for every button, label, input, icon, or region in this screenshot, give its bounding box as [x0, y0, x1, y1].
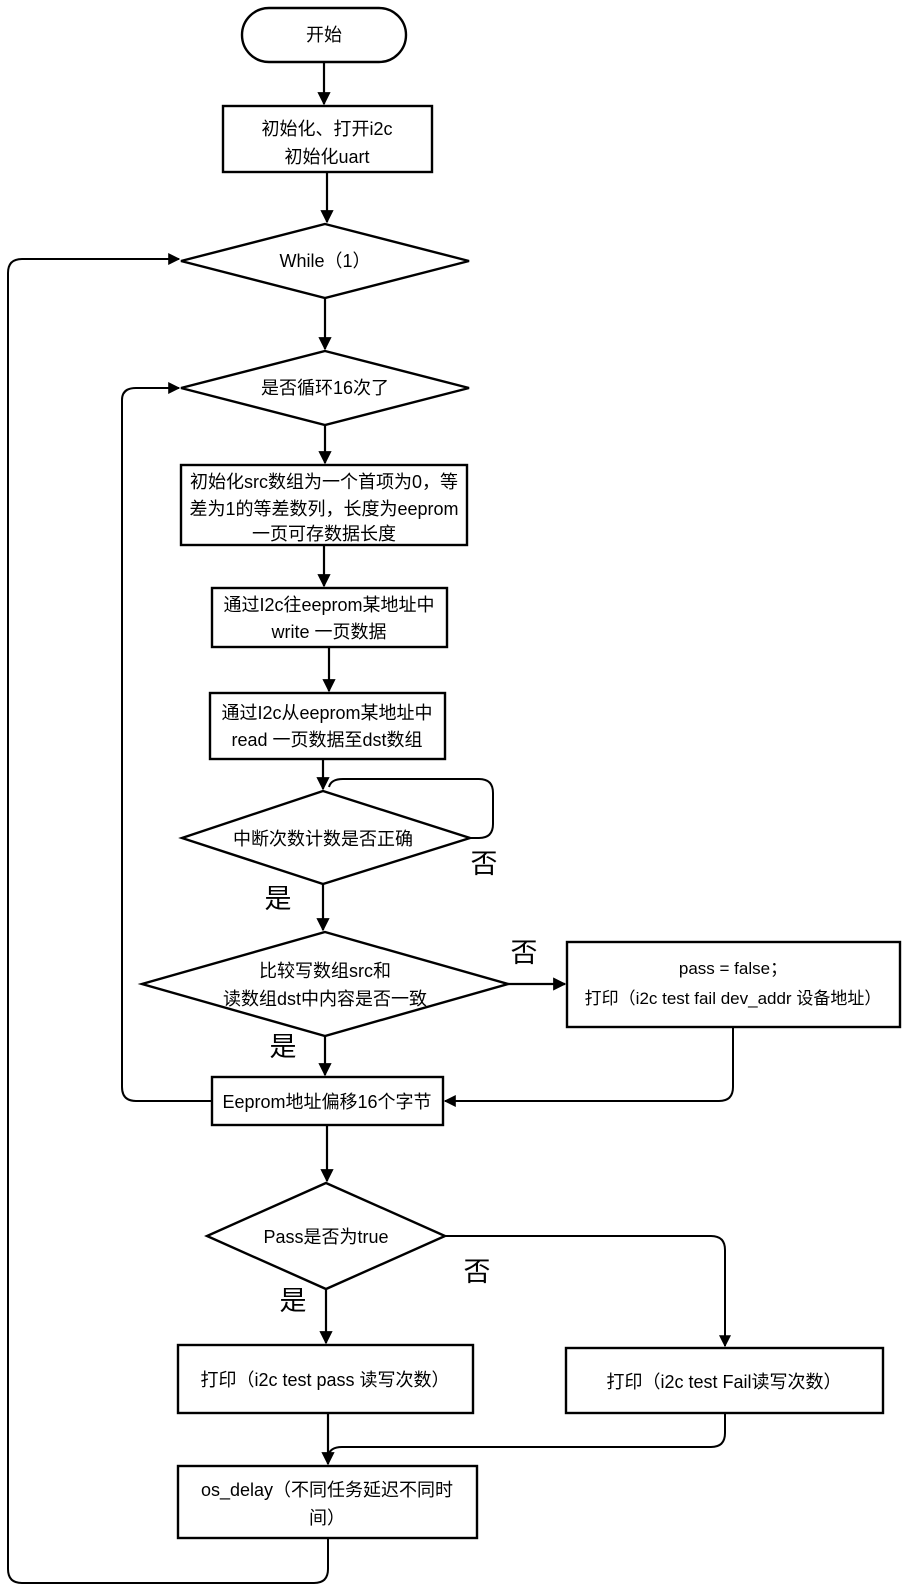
- edge-passcheck-to-printfail: [445, 1235, 731, 1348]
- node-init: 初始化、打开i2c 初始化uart: [221, 104, 434, 174]
- node-pass-false: pass = false； 打印（i2c test fail dev_addr …: [565, 940, 902, 1029]
- write-label-line1: 通过I2c往eeprom某地址中: [223, 595, 434, 615]
- initsrc-label-line2: 差为1的等差数列，长度为eeprom: [189, 499, 458, 519]
- read-process-shape: [208, 691, 447, 761]
- init-label-line1: 初始化、打开i2c: [261, 119, 392, 139]
- init-process-shape: [221, 104, 434, 174]
- edge-interrupt-self-loop: [328, 778, 494, 839]
- node-while-loop: While（1）: [180, 222, 470, 300]
- node-start: 开始: [240, 6, 408, 64]
- passfalse-label-line2: 打印（i2c test fail dev_addr 设备地址）: [585, 989, 882, 1008]
- osdelay-process-shape: [176, 1464, 479, 1540]
- initsrc-label-line3: 一页可存数据长度: [252, 524, 396, 544]
- node-read-page: 通过I2c从eeprom某地址中 read 一页数据至dst数组: [208, 691, 447, 761]
- interrupt-label: 中断次数计数是否正确: [233, 829, 413, 849]
- loop16-label: 是否循环16次了: [261, 378, 389, 398]
- edge-passfalse-to-eeprom: [443, 1027, 734, 1107]
- compare-decision-shape: [137, 930, 513, 1038]
- printpass-process-shape: [176, 1343, 475, 1415]
- passfalse-label-line1: pass = false；: [679, 959, 787, 978]
- passcheck-decision-shape: [204, 1181, 448, 1291]
- pass-yes-label: 是: [280, 1286, 307, 1316]
- while-label: While（1）: [279, 251, 370, 271]
- initsrc-process-shape: [179, 463, 469, 547]
- passfalse-process-shape: [565, 940, 902, 1029]
- compare-label-line2: 读数组dst中内容是否一致: [223, 989, 427, 1009]
- printfail-process-shape: [564, 1346, 885, 1415]
- branch-labels: 否 是 否 是 否 是: [265, 849, 538, 1316]
- write-process-shape: [210, 586, 449, 649]
- start-terminator-shape: [240, 6, 408, 64]
- eeprom-label: Eeprom地址偏移16个字节: [222, 1092, 431, 1112]
- compare-yes-label: 是: [270, 1032, 297, 1062]
- read-label-line2: read 一页数据至dst数组: [231, 730, 422, 750]
- compare-label-line1: 比较写数组src和: [259, 961, 391, 981]
- read-label-line1: 通过I2c从eeprom某地址中: [221, 703, 432, 723]
- interrupt-no-label: 否: [471, 849, 498, 879]
- node-os-delay: os_delay（不同任务延迟不同时 间）: [176, 1464, 479, 1540]
- node-eeprom-offset: Eeprom地址偏移16个字节: [210, 1075, 445, 1127]
- node-init-src: 初始化src数组为一个首项为0，等 差为1的等差数列，长度为eeprom 一页可…: [179, 463, 469, 547]
- node-write-page: 通过I2c往eeprom某地址中 write 一页数据: [210, 586, 449, 649]
- printpass-label: 打印（i2c test pass 读写次数）: [200, 1370, 449, 1390]
- compare-no-label: 否: [511, 938, 538, 968]
- start-label: 开始: [306, 25, 342, 45]
- edges: [7, 62, 734, 1584]
- node-print-fail: 打印（i2c test Fail读写次数）: [564, 1346, 885, 1415]
- init-label-line2: 初始化uart: [284, 147, 369, 167]
- node-interrupt-check: 中断次数计数是否正确: [178, 789, 474, 886]
- node-pass-check: Pass是否为true: [204, 1181, 448, 1291]
- while-decision-shape: [180, 222, 470, 300]
- edge-osdelay-loop-to-while: [7, 253, 329, 1584]
- osdelay-label-line1: os_delay（不同任务延迟不同时: [201, 1480, 453, 1501]
- osdelay-label-line2: 间）: [309, 1508, 345, 1528]
- interrupt-decision-shape: [178, 789, 474, 886]
- node-compare: 比较写数组src和 读数组dst中内容是否一致: [137, 930, 513, 1038]
- passcheck-label: Pass是否为true: [263, 1227, 388, 1247]
- node-loop16: 是否循环16次了: [180, 349, 470, 427]
- pass-no-label: 否: [464, 1257, 491, 1287]
- loop16-decision-shape: [180, 349, 470, 427]
- interrupt-yes-label: 是: [265, 884, 292, 914]
- write-label-line2: write 一页数据: [270, 622, 386, 642]
- initsrc-label-line1: 初始化src数组为一个首项为0，等: [190, 472, 458, 492]
- edge-printfail-merge: [327, 1413, 726, 1457]
- eeprom-process-shape: [210, 1075, 445, 1127]
- edge-eeprom-loop-to-loop16: [121, 382, 212, 1102]
- node-print-pass: 打印（i2c test pass 读写次数）: [176, 1343, 475, 1415]
- printfail-label: 打印（i2c test Fail读写次数）: [606, 1372, 841, 1392]
